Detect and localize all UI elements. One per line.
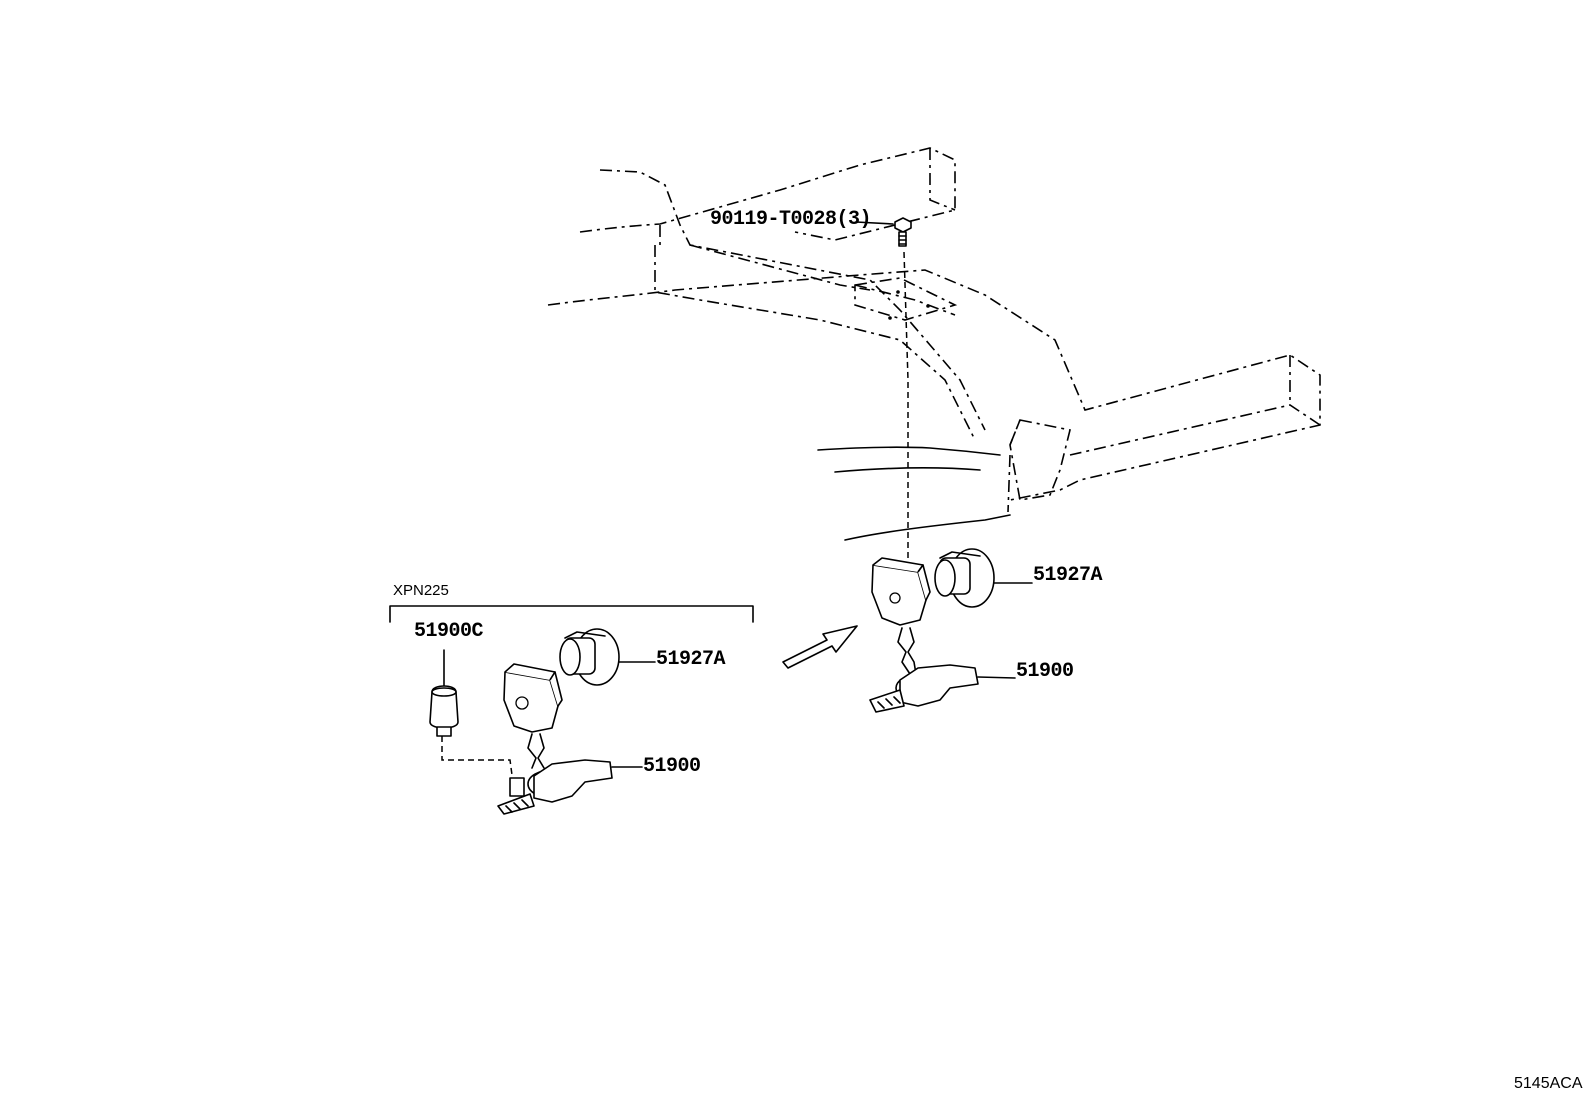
stopper-main-part-number: 51927A xyxy=(1033,564,1103,587)
hoist-variant-extra-part xyxy=(429,649,459,737)
stopper-main xyxy=(934,548,995,608)
hoist-variant-part-number: 51900 xyxy=(643,755,701,778)
stopper-variant-part-number: 51927A xyxy=(656,648,726,671)
spare-tire-hoist-variant xyxy=(497,663,613,815)
hoist-variant-extra-part-number: 51900C xyxy=(414,620,484,643)
install-centerline xyxy=(903,251,909,590)
bolt-leader xyxy=(855,221,894,225)
arrow-right-icon xyxy=(782,625,858,669)
spare-tire-hoist-main xyxy=(869,557,979,713)
variant-install-line xyxy=(441,736,513,776)
stopper-variant xyxy=(559,628,620,686)
variant-bracket xyxy=(389,605,754,623)
bolt-icon xyxy=(894,217,912,247)
hoist-main-part-number: 51900 xyxy=(1016,660,1074,683)
vehicle-frame xyxy=(547,147,1321,541)
hoist-main-leader xyxy=(977,676,1016,679)
figure-code: 5145ACA xyxy=(1514,1075,1583,1092)
bolt-part-number: 90119-T0028(3) xyxy=(710,208,872,231)
variant-model-code: XPN225 xyxy=(393,582,449,599)
